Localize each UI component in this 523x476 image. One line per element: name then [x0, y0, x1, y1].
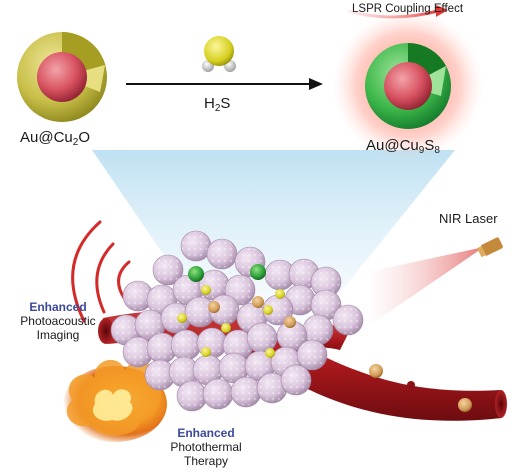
reagent-s: S	[220, 95, 231, 112]
photoacoustic-emph: Enhanced	[29, 300, 87, 314]
photoacoustic-label: Enhanced Photoacoustic Imaging	[8, 300, 108, 342]
precursor-particle-icon	[17, 32, 107, 122]
nir-laser-text: NIR Laser	[439, 211, 498, 226]
laser-beam	[370, 247, 484, 325]
tumor-particle-texture	[298, 341, 326, 369]
h2s-molecule-dot	[177, 313, 187, 323]
nir-laser-label: NIR Laser	[439, 211, 498, 227]
blood-cell	[208, 301, 220, 313]
lspr-text: LSPR Coupling Effect	[352, 3, 464, 15]
tumor-particle-texture	[204, 380, 232, 408]
reagent-h: H	[204, 95, 215, 112]
product-particle-icon	[365, 43, 451, 129]
product-label: Au@Cu9S8	[366, 137, 440, 157]
tumor-particle-texture	[264, 296, 292, 324]
product-nanoparticle	[188, 266, 204, 282]
tumor-particle-texture	[124, 282, 152, 310]
tumor-particle-texture	[224, 331, 252, 359]
product-c: S	[424, 137, 435, 154]
light-beam	[92, 150, 455, 330]
h2s-molecule-dot	[275, 289, 285, 299]
tumor-particle-texture	[162, 304, 190, 332]
tumor-particle-texture	[312, 268, 340, 296]
tumor-particle-texture	[174, 276, 202, 304]
tumor-particle-texture	[312, 291, 340, 319]
reagent-label: H2S	[204, 95, 230, 115]
tumor-particle-texture	[226, 276, 254, 304]
tumor-particle-texture	[258, 374, 286, 402]
tumor-particle-texture	[304, 316, 332, 344]
h2s-molecule-dot	[201, 285, 211, 295]
h2s-molecule-dot	[201, 347, 211, 357]
product-d: 8	[434, 145, 440, 156]
sound-wave-icon	[71, 220, 131, 323]
lspr-label: LSPR Coupling Effect	[352, 3, 463, 16]
tumor-particle-texture	[154, 256, 182, 284]
tumor-particle-texture	[148, 334, 176, 362]
tumor-particle-texture	[146, 361, 174, 389]
tumor-particle-texture	[186, 298, 214, 326]
laser-pointer-icon	[477, 237, 503, 258]
tumor-cluster-icon	[110, 230, 364, 412]
tumor-particle-texture	[334, 306, 362, 334]
blood-cell	[252, 296, 264, 308]
photothermal-line2: Therapy	[183, 453, 229, 468]
tumor-particle-texture	[182, 232, 210, 260]
blood-cell	[284, 316, 296, 328]
precursor-label: Au@Cu2O	[20, 129, 90, 149]
h2s-molecule-dot	[265, 348, 275, 358]
product-a: Au@Cu	[366, 137, 419, 154]
tumor-particle-texture	[248, 324, 276, 352]
tumor-particle-texture	[278, 322, 306, 350]
tumor-particle-texture	[172, 331, 200, 359]
photothermal-line1: Photothermal	[170, 439, 242, 454]
product-b: 9	[418, 145, 425, 156]
tumor-particle-texture	[194, 356, 222, 384]
tumor-particle-texture	[208, 240, 236, 268]
tumor-particle-texture	[124, 338, 152, 366]
photothermal-label: Enhanced Photothermal Therapy	[156, 426, 256, 468]
precursor-b: 2	[72, 137, 79, 148]
product-nanoparticle	[250, 264, 266, 280]
h2s-molecule-dot	[263, 305, 273, 315]
precursor-a: Au@Cu	[20, 129, 73, 146]
reagent-sub: 2	[214, 103, 221, 114]
tumor-particle-texture	[178, 382, 206, 410]
reaction-arrow-icon	[126, 78, 323, 90]
tumor-particle-texture	[232, 378, 260, 406]
photothermal-emph: Enhanced	[177, 426, 235, 440]
tumor-particle-texture	[170, 358, 198, 386]
h2s-molecule-icon	[202, 36, 236, 72]
tumor-particle-texture	[220, 354, 248, 382]
tumor-particle-texture	[246, 352, 274, 380]
heat-flame-icon	[63, 359, 167, 442]
photoacoustic-line2: Imaging	[36, 327, 80, 342]
tumor-particle-texture	[266, 261, 294, 289]
tumor-particle-texture	[282, 366, 310, 394]
tumor-particle-texture	[112, 316, 140, 344]
photoacoustic-line1: Photoacoustic	[20, 313, 96, 328]
tumor-particle-texture	[136, 311, 164, 339]
h2s-molecule-dot	[221, 323, 231, 333]
precursor-c: O	[78, 129, 90, 146]
